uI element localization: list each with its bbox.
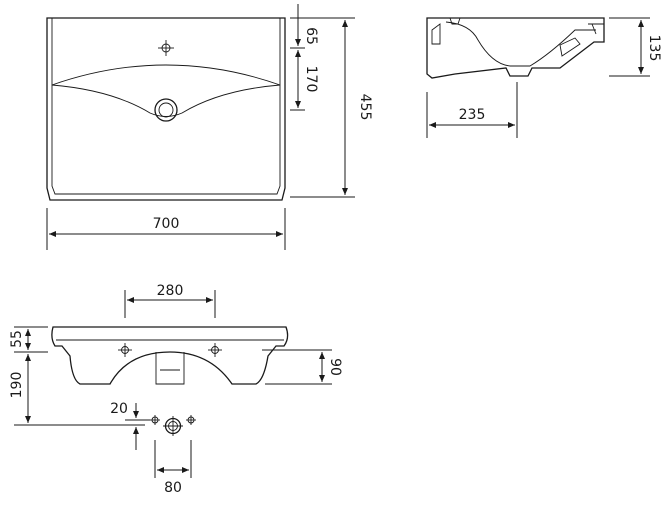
detail-small-hole-left-icon bbox=[150, 415, 160, 425]
top-view-inner-edge bbox=[51, 18, 281, 195]
front-view: 280 55 190 90 bbox=[9, 283, 343, 426]
detail-center-hole-icon bbox=[163, 416, 183, 436]
top-view: 700 455 65 170 bbox=[46, 4, 373, 250]
drain-hole-icon bbox=[154, 98, 178, 122]
side-view-outline bbox=[426, 17, 605, 79]
side-view-front-lip bbox=[588, 23, 604, 35]
dim-label-280: 280 bbox=[157, 283, 184, 299]
dim-label-235: 235 bbox=[459, 107, 486, 123]
dim-label-455: 455 bbox=[357, 94, 373, 121]
side-view-bowl bbox=[445, 21, 596, 67]
dim-label-20: 20 bbox=[110, 401, 128, 417]
dim-label-135: 135 bbox=[646, 35, 662, 62]
dim-label-90: 90 bbox=[327, 358, 343, 376]
side-view-rib bbox=[559, 37, 581, 57]
dim-label-170: 170 bbox=[303, 66, 319, 93]
dim-label-80: 80 bbox=[164, 480, 182, 496]
top-view-outline bbox=[46, 17, 286, 201]
dim-label-55: 55 bbox=[9, 330, 25, 348]
tap-hole-icon bbox=[158, 40, 174, 56]
front-view-drain bbox=[155, 352, 185, 385]
side-view: 135 235 bbox=[426, 17, 662, 138]
detail-small-hole-right-icon bbox=[186, 415, 196, 425]
side-view-rim-notch bbox=[449, 17, 461, 25]
fixing-hole-right-icon bbox=[208, 343, 222, 357]
fixing-hole-left-icon bbox=[118, 343, 132, 357]
top-view-bowl-curve bbox=[51, 64, 281, 117]
dim-label-65: 65 bbox=[303, 27, 319, 45]
dim-label-700: 700 bbox=[153, 216, 180, 232]
front-view-outline bbox=[51, 326, 289, 385]
dim-label-190: 190 bbox=[9, 372, 25, 399]
detail-view: 20 80 bbox=[110, 401, 196, 496]
side-view-overflow bbox=[431, 23, 441, 45]
